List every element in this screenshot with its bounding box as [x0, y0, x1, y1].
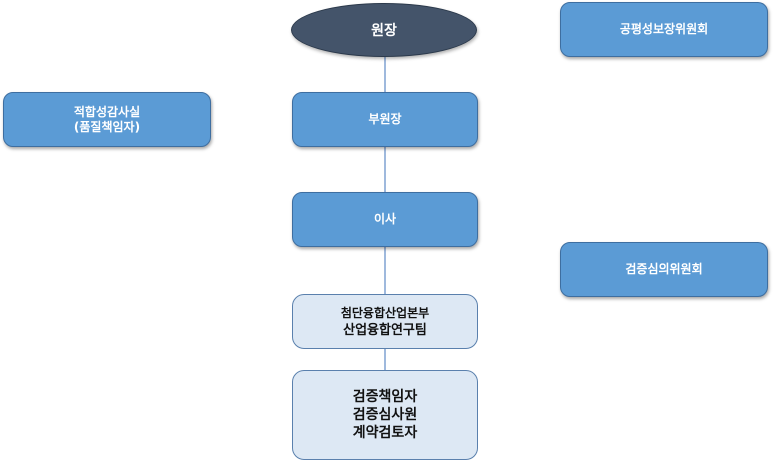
director-node: 원장 — [291, 3, 477, 57]
executive-node: 이사 — [292, 192, 478, 247]
staff-node: 검증책임자 검증심사원 계약검토자 — [292, 370, 478, 460]
quality-manager-label: (품질책임자) — [73, 119, 141, 134]
director-label: 원장 — [371, 23, 397, 39]
executive-label: 이사 — [373, 212, 397, 226]
review-committee-label: 검증심의위원회 — [625, 262, 703, 276]
quality-office-label: 적합성감사실 — [73, 104, 141, 119]
staff-label-2: 검증심사원 — [352, 407, 418, 423]
staff-label-1: 검증책임자 — [352, 389, 418, 405]
fairness-committee-label: 공평성보장위원회 — [619, 22, 709, 36]
quality-office-node: 적합성감사실 (품질책임자) — [3, 92, 211, 147]
vice-director-node: 부원장 — [292, 92, 478, 147]
fairness-committee-node: 공평성보장위원회 — [560, 2, 768, 57]
division-label: 첨단융합산업본부 — [340, 305, 430, 320]
division-node: 첨단융합산업본부 산업융합연구팀 — [292, 294, 478, 349]
staff-label-3: 계약검토자 — [352, 425, 418, 441]
vice-director-label: 부원장 — [368, 112, 402, 126]
team-label: 산업융합연구팀 — [343, 322, 427, 338]
review-committee-node: 검증심의위원회 — [560, 242, 768, 297]
